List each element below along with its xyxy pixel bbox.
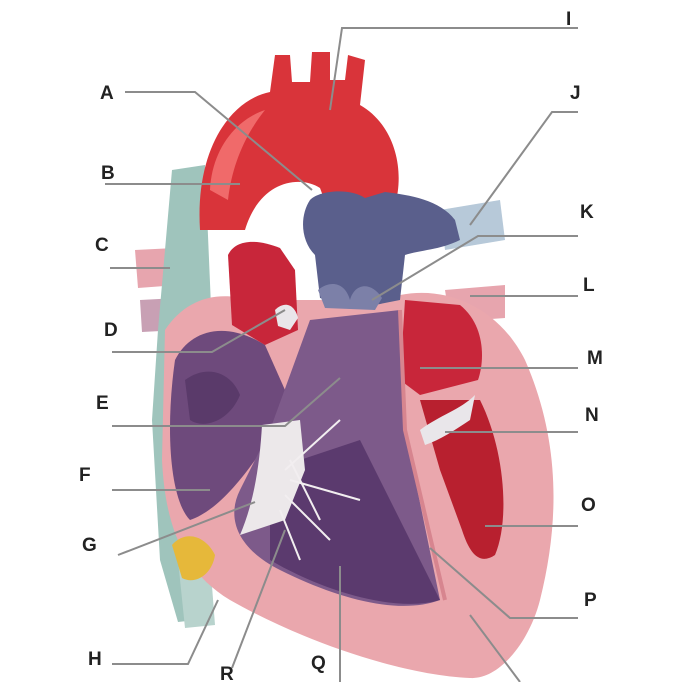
- left-atrium: [400, 300, 483, 395]
- heart-illustration: [135, 52, 554, 679]
- label-n: N: [585, 405, 599, 426]
- coronary-fat: [172, 536, 215, 581]
- leader-g: [117, 501, 256, 556]
- label-d: D: [104, 320, 118, 341]
- pulmonary-trunk: [303, 191, 460, 308]
- leader-r: [231, 529, 286, 669]
- leader-p: [429, 547, 578, 619]
- label-i: I: [566, 9, 571, 30]
- label-f: F: [79, 465, 91, 486]
- aorta-highlight: [210, 110, 265, 200]
- label-p: P: [584, 590, 597, 611]
- aorta: [199, 52, 399, 230]
- label-a: A: [100, 83, 114, 104]
- label-h: H: [88, 649, 102, 670]
- leader-e: [112, 377, 341, 427]
- mitral-valve: [420, 395, 475, 445]
- leader-k: [371, 235, 578, 301]
- leader-lines: [105, 27, 578, 682]
- aortic-valve: [275, 304, 298, 330]
- letter-labels: A B C D E F G H I J K L M N O P Q R: [79, 9, 603, 682]
- label-q: Q: [311, 653, 326, 674]
- leader-h: [112, 599, 219, 665]
- label-l: L: [583, 275, 595, 296]
- leader-s: [469, 614, 521, 682]
- interventricular-septum: [398, 309, 447, 601]
- leader-a: [125, 91, 313, 191]
- label-k: K: [580, 202, 594, 223]
- label-o: O: [581, 495, 596, 516]
- label-r: R: [220, 664, 234, 682]
- left-ventricle: [420, 400, 504, 559]
- right-ventricle-lower: [270, 440, 440, 604]
- right-atrium-shade: [185, 371, 240, 424]
- leader-d: [112, 309, 286, 353]
- label-j: J: [570, 83, 581, 104]
- pulmonary-valve: [318, 284, 382, 310]
- tricuspid-valve: [240, 420, 305, 535]
- label-b: B: [101, 163, 115, 184]
- label-m: M: [587, 348, 603, 369]
- chordae-tendineae: [279, 419, 361, 561]
- label-e: E: [96, 393, 109, 414]
- leader-j: [469, 111, 578, 226]
- label-c: C: [95, 235, 109, 256]
- leader-i: [329, 27, 578, 111]
- label-g: G: [82, 535, 97, 556]
